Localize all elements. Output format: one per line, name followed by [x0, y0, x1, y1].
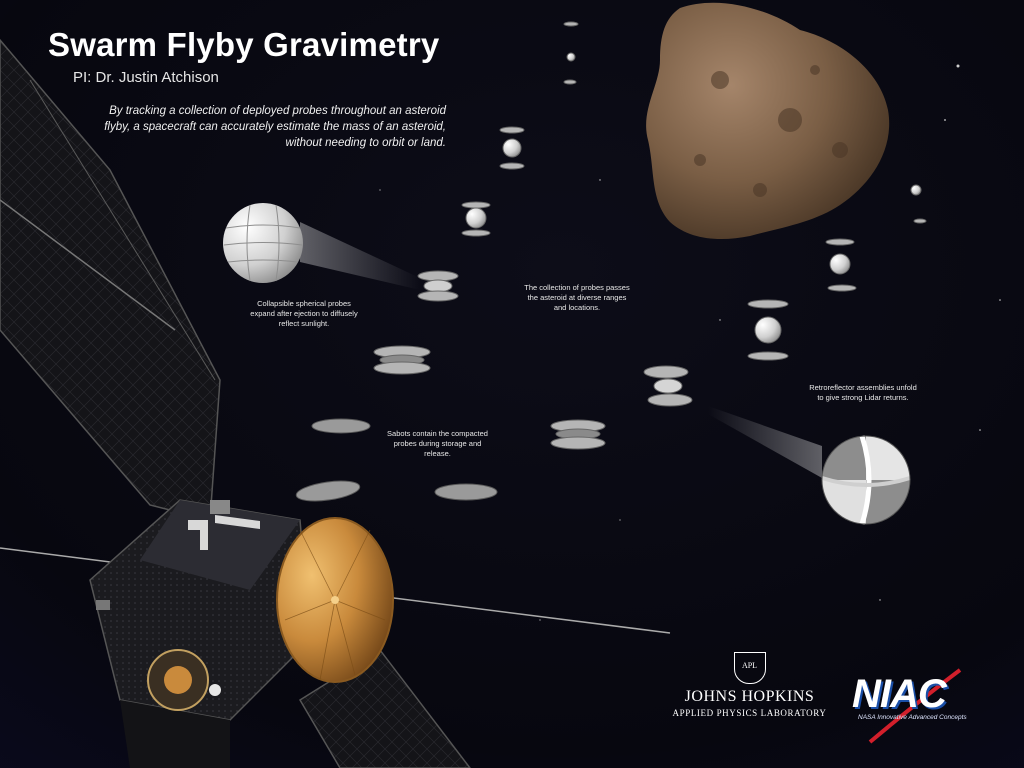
poster-title: Swarm Flyby Gravimetry [48, 26, 440, 63]
expanded-spherical-probe [223, 203, 303, 283]
spacecraft [89, 499, 311, 768]
jhu-apl-logo: APL JOHNS HOPKINS APPLIED PHYSICS LABORA… [672, 652, 827, 718]
niac-wordmark: NIAC [852, 672, 947, 716]
probe-stacks [373, 21, 927, 450]
lidar-beam [708, 406, 822, 478]
retroreflector-probe [821, 435, 911, 525]
asteroid [646, 2, 890, 240]
caption-retroreflector: Retroreflector assemblies unfold to give… [809, 383, 917, 402]
caption-collapsible-probes: Collapsible spherical probes expand afte… [250, 299, 358, 328]
niac-logo: NIAC NASA Innovative Advanced Concepts [852, 672, 982, 721]
high-gain-antenna [276, 517, 394, 683]
stars [299, 64, 1001, 621]
apl-seal-icon: APL [733, 652, 766, 684]
jhu-lab-name: APPLIED PHYSICS LABORATORY [672, 708, 827, 718]
caption-sabots: Sabots contain the compacted probes duri… [387, 429, 488, 458]
principal-investigator: PI: Dr. Justin Atchison [73, 69, 219, 86]
sunlight-beam [300, 222, 420, 290]
niac-tagline: NASA Innovative Advanced Concepts [858, 714, 967, 721]
asteroid-texture [694, 65, 848, 197]
caption-probe-collection: The collection of probes passes the aste… [524, 283, 630, 312]
niac-swoosh [868, 668, 962, 744]
sabot-disks [295, 418, 498, 502]
intro-text: By tracking a collection of deployed pro… [104, 105, 446, 149]
jhu-name: JOHNS HOPKINS [684, 688, 815, 705]
